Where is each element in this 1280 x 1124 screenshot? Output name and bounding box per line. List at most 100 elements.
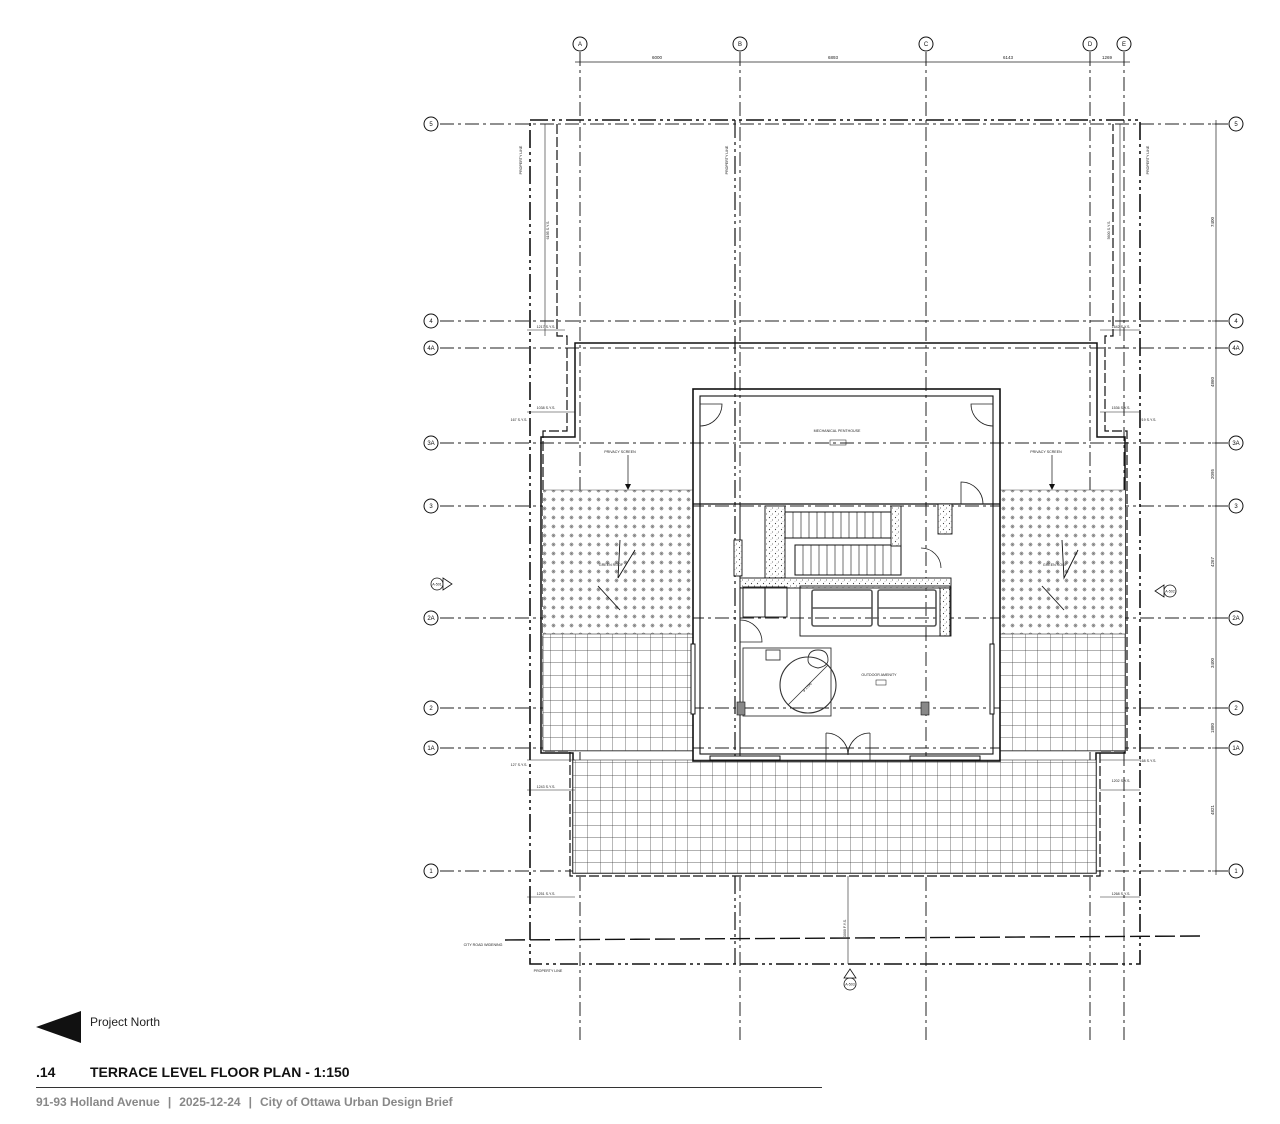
setback-w-1: 1251 S.Y.S. xyxy=(537,892,556,896)
green-roof-label-west: GREEN ROOF xyxy=(599,563,624,567)
project-north-indicator: Project North xyxy=(36,1008,196,1043)
setback-ticks xyxy=(527,124,1140,964)
grid-bubble-b: B xyxy=(732,36,748,52)
setback-w-4: 1217 S.Y.S. xyxy=(537,325,556,329)
penthouse-inner-wall xyxy=(699,395,994,755)
setback-w-1a: 127 S.Y.S. xyxy=(511,763,528,767)
dim-right-6: 1880 xyxy=(1210,722,1215,733)
svg-text:A-503: A-503 xyxy=(845,983,855,987)
grid-bubble-left-3a: 3A xyxy=(423,435,439,451)
mechanical-label: MECHANICAL PENTHOUSE xyxy=(814,429,861,433)
dim-right-3: 2095 xyxy=(1210,468,1215,479)
road-widening-line xyxy=(504,935,1201,941)
glazing-strips xyxy=(690,643,995,761)
svg-text:1A: 1A xyxy=(1232,746,1239,752)
setback-e-1: 1268 S.Y.S. xyxy=(1112,892,1131,896)
svg-text:2A: 2A xyxy=(1232,616,1239,622)
green-roof-east xyxy=(1000,490,1125,634)
grid-bubble-left-1: 1 xyxy=(423,863,439,879)
grid-bubble-left-2a: 2A xyxy=(423,610,439,626)
top-dimension-line xyxy=(575,58,1130,66)
svg-text:3: 3 xyxy=(1234,504,1238,510)
setback-e-1a-b: 1202 S.Y.S. xyxy=(1112,779,1131,783)
grid-bubble-a: A xyxy=(572,36,588,52)
dim-top-de: 1269 xyxy=(1102,55,1113,60)
dim-top-bc: 6893 xyxy=(828,55,839,60)
svg-text:1: 1 xyxy=(1234,869,1238,875)
property-line xyxy=(529,119,1141,965)
grid-bubble-left-3: 3 xyxy=(423,498,439,514)
green-roof-label-east: GREEN ROOF xyxy=(1043,563,1068,567)
setback-w-3a: 1038 S.Y.S. xyxy=(537,406,556,410)
grid-bubble-right-3: 3 xyxy=(1228,498,1244,514)
svg-text:B: B xyxy=(738,42,742,48)
section-mark-south: A-503 xyxy=(843,968,857,991)
grid-bubble-right-2a: 2A xyxy=(1228,610,1244,626)
dim-right-1: 7400 xyxy=(1210,216,1215,227)
svg-text:A: A xyxy=(578,42,582,48)
setback-front: 3000 F.Y.S. xyxy=(843,919,847,937)
grid-bubble-d: D xyxy=(1082,36,1098,52)
drawing-title: TERRACE LEVEL FLOOR PLAN - 1:150 xyxy=(90,1064,350,1080)
north-arrow-icon xyxy=(36,1011,81,1043)
svg-text:5: 5 xyxy=(429,122,433,128)
privacy-screen-label-east: PRIVACY SCREEN xyxy=(1030,450,1062,454)
svg-text:C: C xyxy=(924,42,929,48)
grid-bubble-right-1: 1 xyxy=(1228,863,1244,879)
paver-terrace-south xyxy=(572,759,1097,874)
privacy-screen-label-west: PRIVACY SCREEN xyxy=(604,450,636,454)
paver-terrace-west xyxy=(542,633,694,752)
setback-e-4: 1642 S.Y.S. xyxy=(1112,325,1131,329)
grid-bubble-right-5: 5 xyxy=(1228,116,1244,132)
grid-bubble-right-2: 2 xyxy=(1228,700,1244,716)
concrete-shaft-walls xyxy=(733,503,953,637)
grid-bubble-left-4: 4 xyxy=(423,313,439,329)
dim-top-ab: 6000 xyxy=(652,55,663,60)
grid-bubble-right-4a: 4A xyxy=(1228,340,1244,356)
road-widening-label: CITY ROAD WIDENING xyxy=(464,943,503,947)
door-swings xyxy=(699,403,994,760)
grid-bubble-left-2: 2 xyxy=(423,700,439,716)
svg-text:1A: 1A xyxy=(427,746,434,752)
page-footer: 91-93 Holland Avenue|2025-12-24|City of … xyxy=(36,1095,453,1109)
svg-text:4: 4 xyxy=(429,319,433,325)
roof-outline xyxy=(542,124,1128,877)
penthouse-outer-wall xyxy=(692,388,1001,762)
svg-text:4A: 4A xyxy=(427,346,434,352)
grid-bubble-right-1a: 1A xyxy=(1228,740,1244,756)
grid-bubble-left-5: 5 xyxy=(423,116,439,132)
svg-text:3A: 3A xyxy=(1232,441,1239,447)
elevator-shafts xyxy=(811,589,937,627)
svg-text:4A: 4A xyxy=(1232,346,1239,352)
dim-right-4: 4267 xyxy=(1210,556,1215,567)
grid-bubble-c: C xyxy=(918,36,934,52)
amenity-label: OUTDOOR AMENITY xyxy=(861,673,897,677)
svg-text:1: 1 xyxy=(429,869,433,875)
setback-e-5: 5600 S.Y.S. xyxy=(1107,221,1111,240)
accessible-washroom xyxy=(742,647,837,717)
setback-w-5: 6195 S.Y.S. xyxy=(546,221,550,240)
footer-date: 2025-12-24 xyxy=(179,1095,241,1109)
grid-bubble-right-3a: 3A xyxy=(1228,435,1244,451)
stair-upper xyxy=(784,511,892,539)
property-line-label-mid: PROPERTY LINE xyxy=(725,145,729,174)
grid-bubble-e: E xyxy=(1116,36,1132,52)
svg-text:2: 2 xyxy=(1234,706,1238,712)
svg-text:3: 3 xyxy=(429,504,433,510)
privacy-screen-leaders xyxy=(627,455,1053,488)
property-line-label-bottom: PROPERTY LINE xyxy=(534,969,563,973)
setback-w-3a-b: 167 S.Y.S. xyxy=(511,418,528,422)
grid-bubble-left-4a: 4A xyxy=(423,340,439,356)
setback-w-1a-b: 1243 S.Y.S. xyxy=(537,785,556,789)
small-rooms xyxy=(742,586,788,618)
setback-e-3a: 1536 S.Y.S. xyxy=(1112,406,1131,410)
column xyxy=(736,701,746,716)
section-mark-west: A-501 xyxy=(430,577,453,591)
dim-top-cd: 6143 xyxy=(1003,55,1014,60)
green-roof-west xyxy=(543,490,693,634)
svg-text:5: 5 xyxy=(1234,122,1238,128)
footer-document: City of Ottawa Urban Design Brief xyxy=(259,1095,453,1109)
right-dimension-line xyxy=(1212,120,1220,875)
footer-address: 91-93 Holland Avenue xyxy=(36,1095,160,1109)
